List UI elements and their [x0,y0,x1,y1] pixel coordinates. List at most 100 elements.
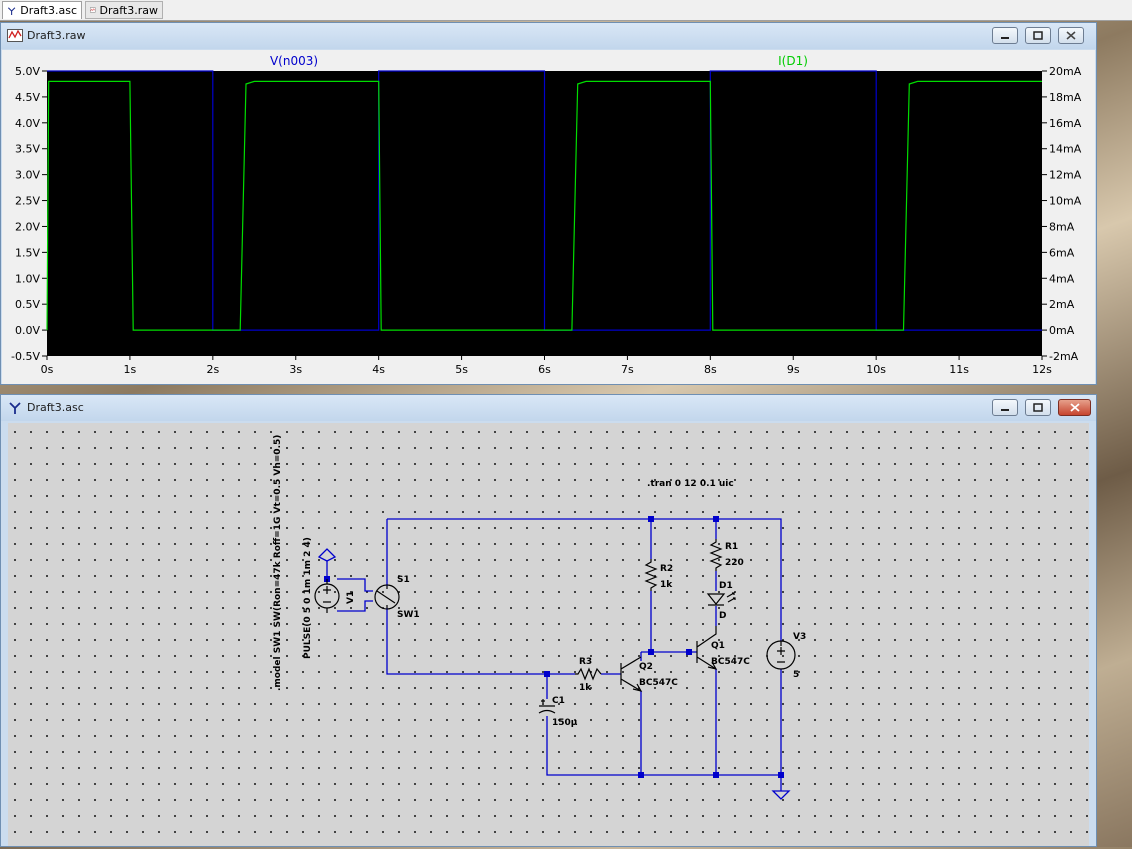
x-tick-label: 0s [41,363,54,376]
voltage-source-v3[interactable] [766,640,796,670]
x-tick-label: 10s [866,363,886,376]
close-icon [1069,403,1080,412]
left-tick-label: 4.0V [15,117,40,130]
label-r2-value: 1k [660,580,673,590]
capacitor-c1[interactable] [538,699,556,714]
schematic-canvas[interactable]: .tran 0 12 0.1 uic .model SW1 SW(Ron=47k… [8,423,1089,846]
trace-voltage[interactable] [47,70,1042,331]
transistor-q1[interactable] [696,626,718,670]
right-tick-label: 8mA [1049,220,1075,233]
label-r1: R1 [725,542,738,552]
tab-label: Draft3.asc [20,4,77,17]
tab-waveform[interactable]: Draft3.raw [85,1,163,19]
x-tick-label: 4s [372,363,385,376]
left-tick-label: -0.5V [11,350,40,363]
model-directive[interactable]: .model SW1 SW(Ron=47k Roff=1G Vt=0.5 Vh=… [273,435,283,691]
x-tick-label: 9s [787,363,800,376]
label-c1-value: 150µ [552,718,578,728]
tab-schematic[interactable]: Draft3.asc [2,1,82,19]
minimize-button[interactable] [992,27,1018,44]
x-tick-label: 8s [704,363,717,376]
right-tick-label: 10mA [1049,195,1082,208]
label-sw1: SW1 [397,610,420,620]
pulse-value[interactable]: PULSE(0 5 0 1m 1m 2 4) [303,537,313,659]
voltage-source-v1[interactable] [314,579,340,613]
label-d1-value: D [719,611,726,621]
label-v3-value: 5 [793,670,799,680]
x-tick-label: 7s [621,363,634,376]
schematic-icon [7,6,16,15]
label-q1-value: BC547C [711,657,750,667]
right-tick-label: 0mA [1049,324,1075,337]
label-d1: D1 [719,581,733,591]
label-r3-value: 1k [579,683,592,693]
left-tick-label: 5.0V [15,65,40,78]
label-r3: R3 [579,657,592,667]
led-d1[interactable] [706,592,736,606]
label-r1-value: 220 [725,558,744,568]
maximize-button[interactable] [1025,399,1051,416]
minimize-icon [1001,408,1009,411]
label-q2-value: BC547C [639,678,678,688]
window-title: Draft3.asc [27,401,84,414]
right-tick-label: 2mA [1049,298,1075,311]
right-tick-label: -2mA [1049,350,1079,363]
label-s1: S1 [397,575,410,585]
transistor-q2[interactable] [620,656,643,692]
close-button[interactable] [1058,27,1084,44]
window-title: Draft3.raw [27,29,86,42]
tab-label: Draft3.raw [99,3,158,17]
right-tick-label: 18mA [1049,91,1082,104]
right-tick-label: 20mA [1049,65,1082,78]
close-icon [1066,31,1076,40]
ground-symbol [317,548,791,800]
resistor-r3[interactable] [575,667,602,681]
switch-s1[interactable] [374,584,400,610]
trace-current[interactable] [46,80,1042,331]
label-q2: Q2 [639,662,653,672]
resistor-r1[interactable] [709,539,723,571]
label-c1: C1 [552,696,565,706]
schematic-window: Draft3.asc [0,394,1097,847]
x-tick-label: 6s [538,363,551,376]
label-v3: V3 [793,632,806,642]
right-tick-label: 6mA [1049,246,1075,259]
right-tick-label: 12mA [1049,169,1082,182]
resistor-r2[interactable] [644,559,658,591]
left-tick-label: 1.5V [15,246,40,259]
maximize-icon [1033,31,1043,40]
tran-directive[interactable]: .tran 0 12 0.1 uic [647,479,734,489]
x-tick-label: 3s [289,363,302,376]
x-tick-label: 12s [1032,363,1052,376]
trace-label[interactable]: V(n003) [270,54,318,68]
left-tick-label: 2.5V [15,195,40,208]
waveform-chart[interactable]: 5.0V4.5V4.0V3.5V3.0V2.5V2.0V1.5V1.0V0.5V… [2,50,1095,384]
document-tab-bar: Draft3.asc Draft3.raw [0,0,1132,21]
close-button[interactable] [1058,399,1091,416]
maximize-icon [1033,403,1043,412]
maximize-button[interactable] [1025,27,1051,44]
left-tick-label: 0.0V [15,324,40,337]
minimize-button[interactable] [992,399,1018,416]
x-tick-label: 1s [124,363,137,376]
label-v1: V1 [346,591,356,604]
x-tick-label: 5s [455,363,468,376]
waveform-icon [7,29,23,42]
right-tick-label: 14mA [1049,143,1082,156]
waveform-icon [90,7,96,13]
left-tick-label: 1.0V [15,272,40,285]
left-tick-label: 0.5V [15,298,40,311]
left-tick-label: 3.5V [15,143,40,156]
schematic-titlebar[interactable]: Draft3.asc [1,395,1096,421]
x-tick-label: 2s [206,363,219,376]
wires [326,518,782,791]
schematic-drawing[interactable]: .tran 0 12 0.1 uic .model SW1 SW(Ron=47k… [8,423,1089,846]
schematic-icon [9,402,21,414]
x-tick-label: 11s [949,363,969,376]
left-tick-label: 2.0V [15,220,40,233]
waveform-titlebar[interactable]: Draft3.raw [1,23,1096,49]
trace-label[interactable]: I(D1) [778,54,808,68]
minimize-icon [1001,36,1009,39]
